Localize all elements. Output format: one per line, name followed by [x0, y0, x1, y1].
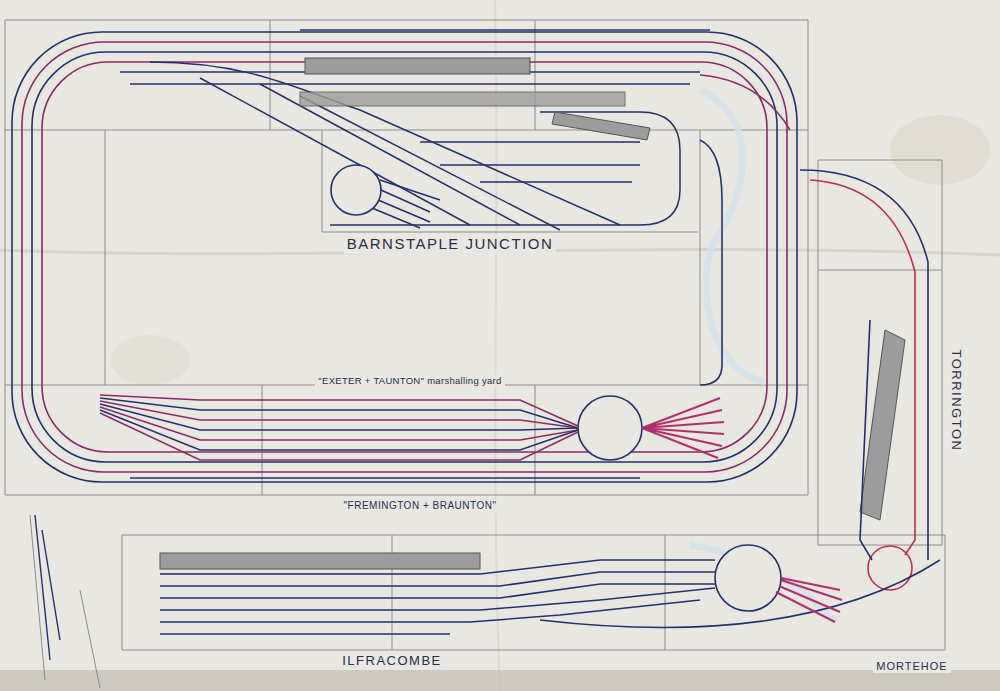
- station-name: ILFRACOMBE: [339, 653, 445, 670]
- turntable: [715, 545, 781, 611]
- baseboard-outline: [322, 130, 698, 232]
- baseboard-outline: [5, 20, 808, 495]
- barnstaple-tracks: [150, 62, 620, 225]
- turntable: [331, 165, 912, 611]
- yard-name: "EXETER + TAUNTON" marshalling yard: [315, 375, 504, 388]
- turntable: [578, 396, 642, 460]
- turntable: [331, 165, 381, 215]
- baseboard-outline: [30, 515, 100, 688]
- left-spur: [35, 515, 60, 660]
- barnstaple-tracks: [330, 112, 680, 225]
- yard-tracks: [642, 398, 724, 458]
- yard-tracks: [130, 477, 640, 479]
- platform: [552, 112, 650, 140]
- yard-tracks: [100, 404, 578, 430]
- barnstaple-tracks: [120, 30, 790, 230]
- station-name: BARNSTAPLE JUNCTION: [344, 234, 557, 253]
- paper: [890, 115, 990, 185]
- station-name: MORTEHOE: [873, 659, 950, 674]
- baseboard-outline: [5, 20, 945, 688]
- yard-tracks: [100, 407, 578, 440]
- platform: [160, 553, 480, 569]
- platform: [305, 58, 530, 74]
- platform: [160, 58, 905, 569]
- torrington-tracks: [800, 170, 928, 560]
- main-loop: [700, 140, 722, 385]
- baseboard-outline: [5, 20, 808, 130]
- yard-tracks: [100, 413, 578, 460]
- main-loop: [42, 62, 767, 452]
- yard-tracks: [100, 398, 578, 428]
- ilfracombe-tracks: [160, 633, 450, 635]
- baseboard-outline: [105, 130, 700, 385]
- barnstaple-tracks: [700, 75, 790, 130]
- ilfracombe-tracks: [160, 600, 700, 622]
- station-name: "FREMINGTON + BRAUNTON": [341, 499, 500, 513]
- barnstaple-tracks: [300, 96, 560, 230]
- ilfracombe-tracks: [160, 584, 715, 598]
- left-spur: [35, 515, 60, 660]
- station-name: TORRINGTON: [948, 346, 965, 454]
- ilfracombe-tracks: [160, 560, 940, 634]
- baseboard-outline: [122, 535, 945, 650]
- main-loop: [12, 32, 797, 482]
- baseboard-outline: [818, 160, 942, 545]
- paper: [0, 670, 1000, 691]
- turntable: [868, 546, 912, 590]
- yard-tracks: [100, 401, 578, 428]
- barnstaple-tracks: [300, 29, 710, 31]
- main-loop: [22, 42, 787, 472]
- torrington-tracks: [800, 170, 928, 560]
- barnstaple-tracks: [372, 180, 440, 228]
- yard-tracks: [100, 410, 578, 450]
- platform: [860, 330, 905, 520]
- ilfracombe-tracks: [540, 560, 940, 628]
- baseboard-outline: [5, 385, 808, 495]
- main-loop: [32, 52, 777, 462]
- torrington-tracks: [860, 320, 872, 560]
- barnstaple-tracks: [420, 142, 640, 182]
- yard-tracks: [100, 395, 724, 478]
- chalk-line: [700, 90, 765, 382]
- paper: [110, 335, 190, 385]
- ilfracombe-tracks: [776, 578, 842, 622]
- barnstaple-tracks: [130, 83, 690, 85]
- main-loop: [12, 32, 797, 482]
- platform: [300, 92, 625, 106]
